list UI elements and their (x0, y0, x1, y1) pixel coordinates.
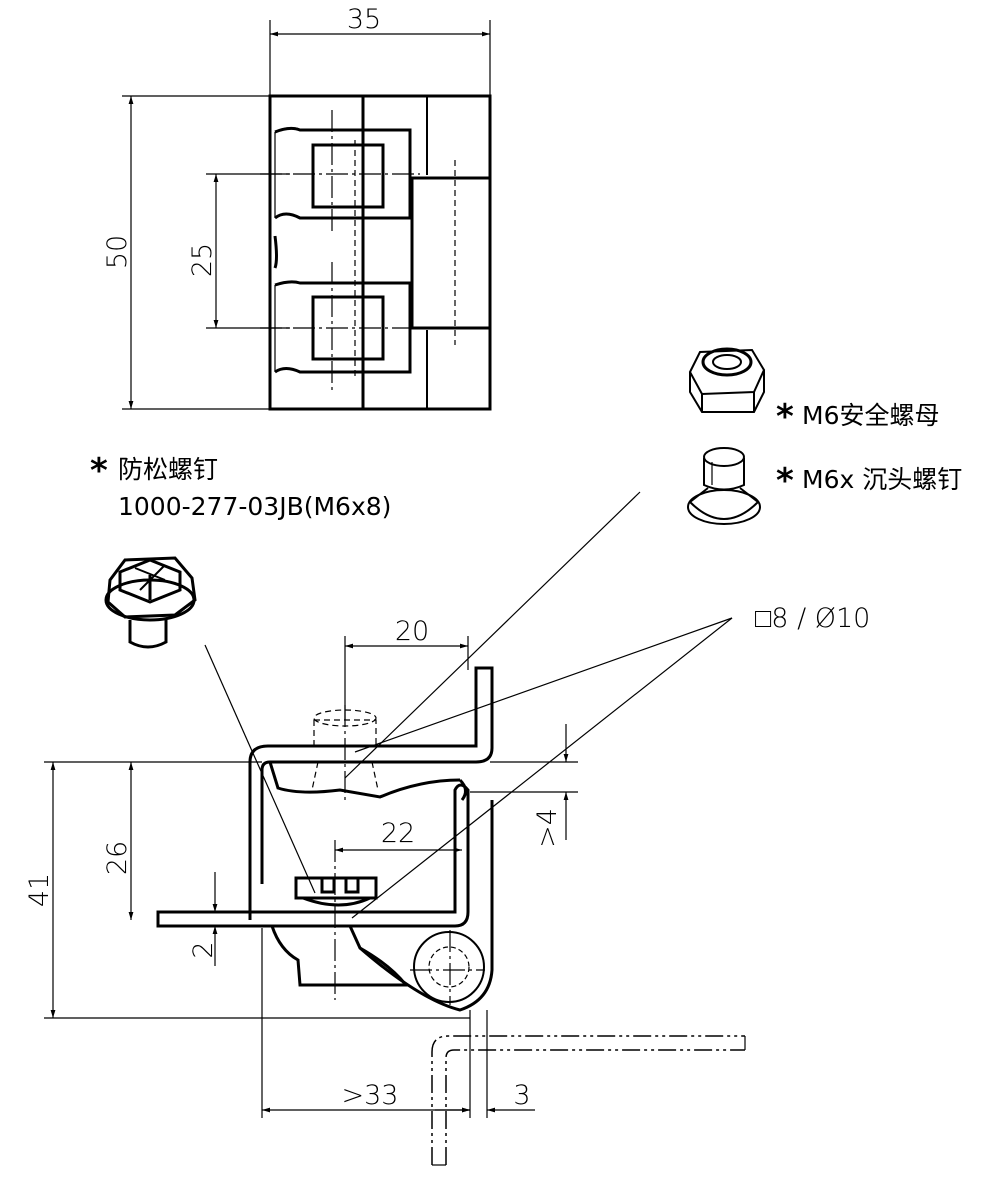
lock-screw-title: 防松螺钉 (118, 455, 218, 484)
dim-22: 22 (381, 818, 415, 849)
hole-spec: □8 / Ø10 (755, 603, 870, 634)
side-dimensions: 20 22 41 26 2 >4 >33 3 (24, 616, 578, 1118)
nut-star: * (776, 397, 794, 437)
dim-26: 26 (102, 841, 133, 875)
dim-25: 25 (187, 243, 218, 277)
top-dimensions: 35 50 25 (102, 4, 491, 410)
dim-3: 3 (513, 1080, 530, 1111)
dim-41: 41 (24, 873, 55, 907)
safety-nut-icon (688, 347, 766, 413)
dim-35: 35 (347, 4, 381, 35)
lock-screw-star: * (90, 451, 108, 491)
side-view (156, 666, 746, 1166)
callouts: * 防松螺钉 1000-277-03JB(M6x8) * M6安全螺母 * M6… (90, 397, 962, 634)
dim-gt33: >33 (342, 1080, 399, 1111)
leader-lines (204, 491, 733, 919)
dim-gt4: >4 (532, 808, 563, 848)
countersunk-label: M6x 沉头螺钉 (802, 465, 962, 494)
top-view (260, 94, 492, 411)
countersunk-screw-icon (687, 447, 761, 525)
dim-50: 50 (102, 235, 133, 269)
nut-label: M6安全螺母 (802, 401, 939, 430)
lock-screw-icon (104, 556, 197, 649)
dim-2: 2 (188, 941, 219, 958)
countersunk-star: * (776, 461, 794, 501)
dim-20: 20 (395, 616, 429, 647)
lock-screw-part: 1000-277-03JB(M6x8) (118, 492, 391, 521)
